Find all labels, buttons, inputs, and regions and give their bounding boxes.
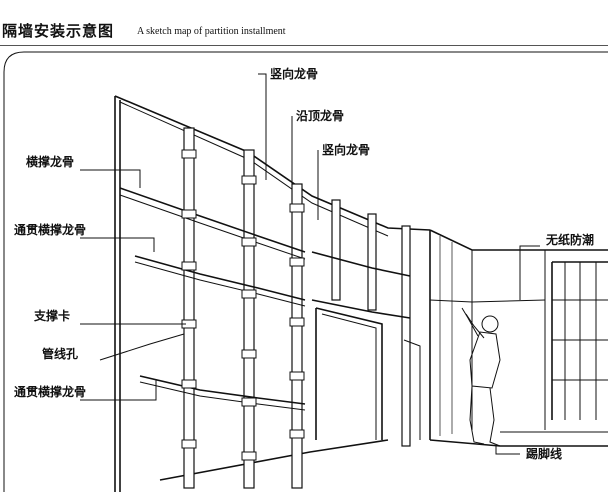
diagram-title: 隔墙安装示意图 (2, 22, 115, 40)
label-paperless-board: 无纸防潮 (545, 232, 594, 247)
label-through-brace-keel-lower: 通贯横撑龙骨 (14, 384, 86, 399)
title-divider (0, 45, 608, 46)
label-cross-brace-keel: 横撑龙骨 (26, 154, 74, 169)
label-support-clip: 支撑卡 (33, 308, 70, 323)
support-clips (181, 149, 305, 461)
label-vertical-keel-top: 竖向龙骨 (270, 66, 318, 81)
label-skirting-line: 踢脚线 (526, 446, 562, 461)
frame-border (3, 51, 608, 492)
label-through-brace-keel-upper: 通贯横撑龙骨 (14, 222, 86, 237)
door-opening (315, 307, 421, 440)
side-wall (429, 229, 608, 447)
label-conduit-hole: 管线孔 (42, 346, 78, 361)
cross-braces (119, 187, 411, 411)
worker-figure (461, 307, 501, 447)
label-vertical-keel-mid: 竖向龙骨 (322, 142, 370, 157)
label-ceiling-runner: 沿顶龙骨 (295, 108, 344, 123)
diagram-subtitle: A sketch map of partition installment (137, 26, 286, 37)
vertical-studs (183, 127, 411, 489)
leader-lines (80, 73, 540, 455)
